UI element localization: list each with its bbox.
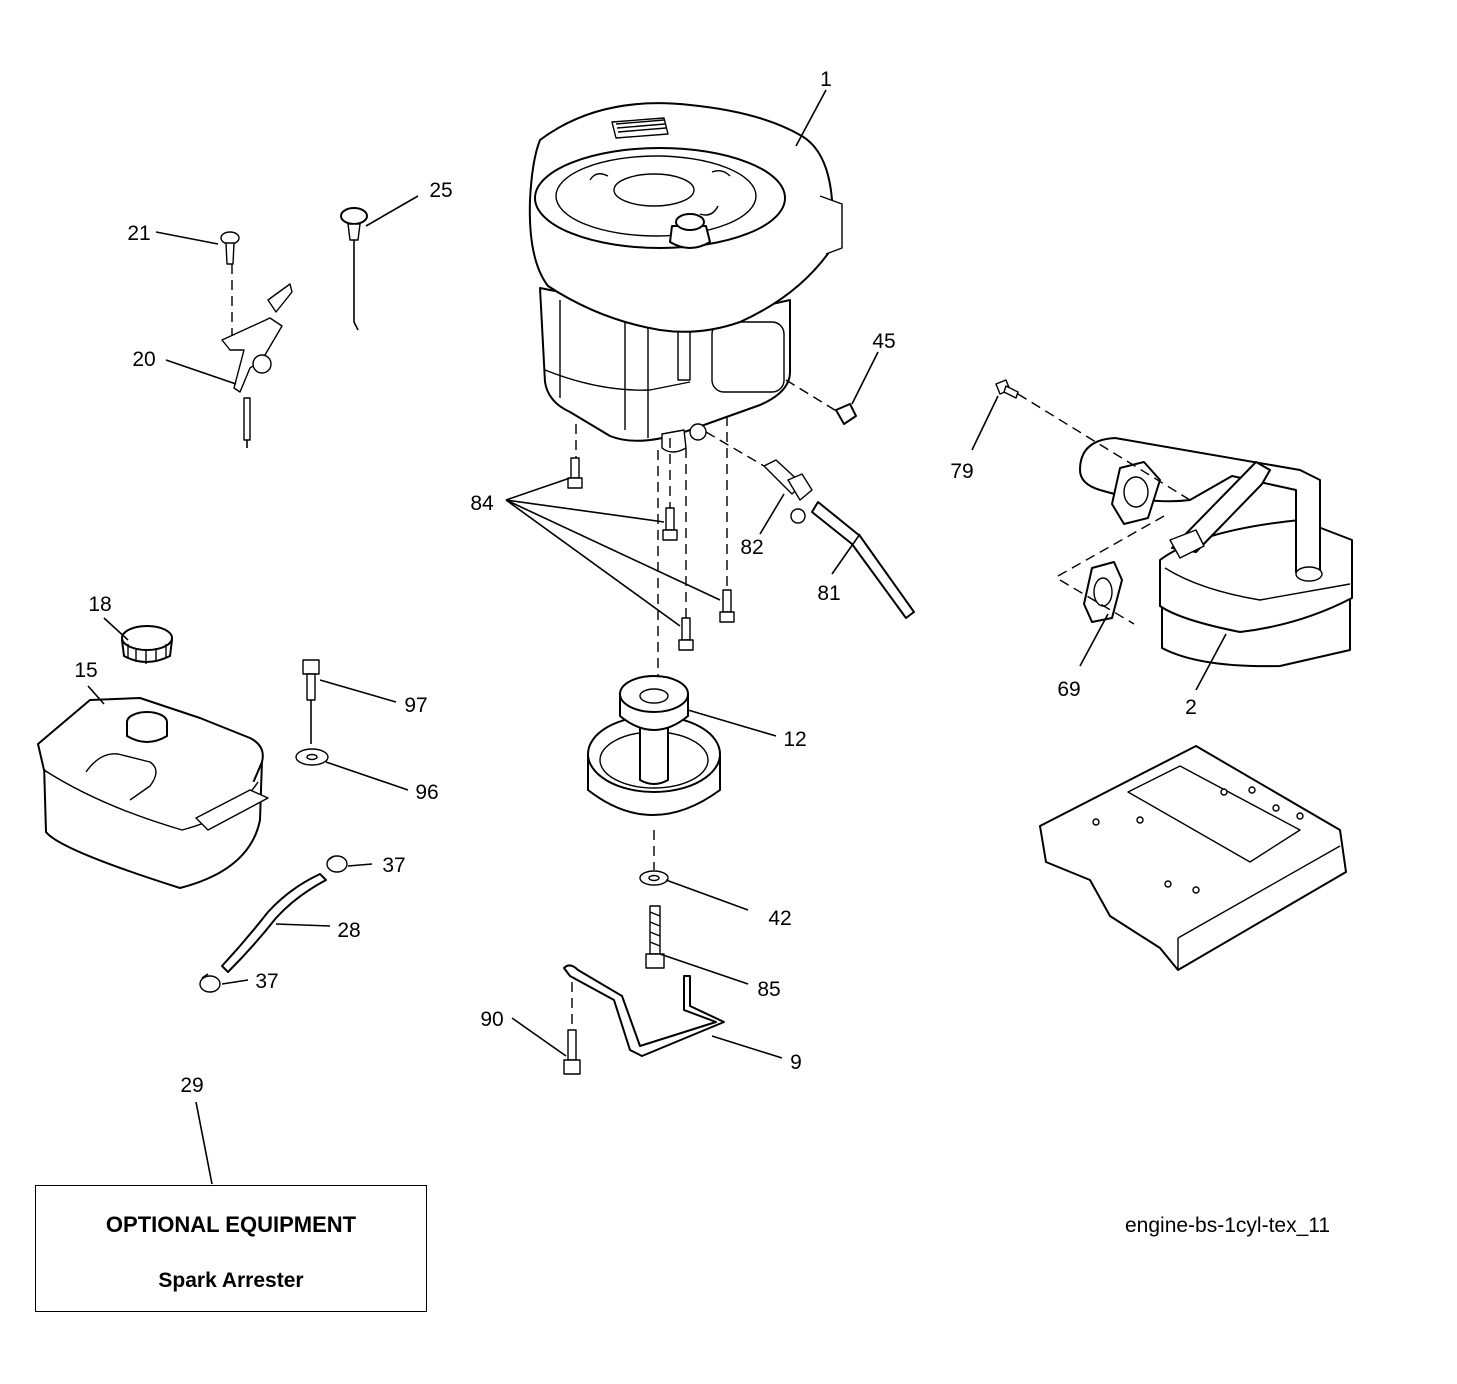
tank-washer-part [295,748,329,766]
callout-37-upper: 37 [382,854,405,877]
callout-45: 45 [872,330,895,353]
muffler-gasket-b [1083,561,1123,623]
assembly-lines [231,264,1191,1030]
hose-clamp-lower [199,973,221,993]
callout-21: 21 [127,222,150,245]
drain-fitting-part [661,423,813,524]
flange-nut-part [835,403,857,425]
fuel-tank-part [37,697,269,889]
throttle-control-part [221,283,293,448]
callout-20: 20 [132,348,155,371]
engine-bolt-84d [719,589,735,623]
callout-82: 82 [740,536,763,559]
callout-42: 42 [768,907,791,930]
diagram-identifier: engine-bs-1cyl-tex_11 [1125,1214,1331,1237]
callout-29: 29 [180,1074,203,1097]
engine-bolt-84c [678,617,694,651]
fuel-line-part [221,873,327,973]
belt-guide-part [563,964,725,1057]
callout-1: 1 [820,68,832,91]
engine-bolt-84a [567,457,583,489]
callout-90: 90 [480,1008,503,1031]
engine-mount-plate [1039,745,1347,971]
callout-81: 81 [817,582,840,605]
callout-12: 12 [783,728,806,751]
muffler-bolt-part [995,379,1019,399]
callout-69: 69 [1057,678,1080,701]
callout-79: 79 [950,460,973,483]
pulley-washer-part [639,870,669,886]
callout-84: 84 [470,492,494,515]
belt-guide-bolt-part [563,1029,581,1075]
tank-bolt-part [302,659,320,744]
hose-clamp-upper [326,855,348,873]
leader-lines [87,89,1227,1185]
callout-18: 18 [88,593,111,616]
optional-equipment-box: OPTIONAL EQUIPMENT Spark Arrester [35,1185,427,1312]
callout-2: 2 [1185,696,1197,719]
dipstick-part [340,207,368,331]
spark-arrester-label: Spark Arrester [158,1269,304,1292]
callout-28: 28 [337,919,360,942]
callout-37-lower: 37 [255,970,278,993]
muffler-part [1079,437,1353,668]
callout-97: 97 [404,694,427,717]
engine-bolt-84b [662,507,678,541]
callout-15: 15 [74,659,97,682]
callout-85: 85 [757,978,780,1001]
drain-hose-part [811,501,915,619]
pulley-bolt-part [645,905,665,969]
optional-equipment-title: OPTIONAL EQUIPMENT [105,1212,357,1237]
engine-pulley-part [587,675,721,816]
callout-9: 9 [790,1051,802,1074]
fuel-cap-part [121,625,173,664]
muffler-gasket-a [1111,461,1161,525]
throttle-screw-part [220,231,240,265]
callout-96: 96 [415,781,438,804]
engine-part [528,102,843,442]
callout-25: 25 [429,179,452,202]
